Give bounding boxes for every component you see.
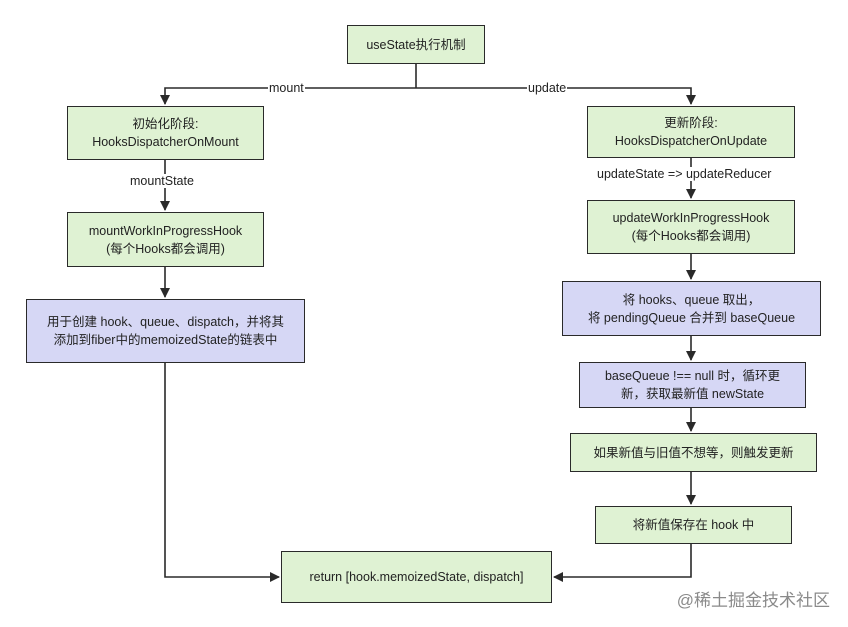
edge-to-update-phase <box>416 87 696 105</box>
node-update-compare: 如果新值与旧值不想等，则触发更新 <box>570 433 817 472</box>
node-mount-create-line1: 用于创建 hook、queue、dispatch，并将其 <box>47 315 284 329</box>
edge-label-updatestate: updateState => updateReducer <box>596 167 773 181</box>
node-update-wip-line1: updateWorkInProgressHook <box>612 211 770 225</box>
node-update-save: 将新值保存在 hook 中 <box>595 506 792 544</box>
node-mount-phase: 初始化阶段: HooksDispatcherOnMount <box>67 106 264 160</box>
node-update-save-text: 将新值保存在 hook 中 <box>632 518 755 532</box>
node-update-compare-text: 如果新值与旧值不想等，则触发更新 <box>593 445 794 460</box>
watermark: @稀土掘金技术社区 <box>676 591 830 610</box>
node-mount-create-line2: 添加到fiber中的memoizedState的链表中 <box>53 333 278 347</box>
node-mount-wip: mountWorkInProgressHook (每个Hooks都会调用) <box>67 212 264 267</box>
node-update-take-line2: 将 pendingQueue 合并到 baseQueue <box>587 310 796 325</box>
node-update-wip: updateWorkInProgressHook (每个Hooks都会调用) <box>587 200 795 254</box>
node-root-text: useState执行机制 <box>366 37 466 52</box>
edge-label-mount: mount <box>268 81 305 95</box>
node-update-loop-line2: 新，获取最新值 newState <box>620 387 765 401</box>
node-mount-phase-line2: HooksDispatcherOnMount <box>92 135 239 149</box>
edge-mount-to-return <box>164 363 280 582</box>
edge-label-mountstate: mountState <box>129 174 195 188</box>
edge-save-to-return <box>553 544 692 582</box>
node-mount-create: 用于创建 hook、queue、dispatch，并将其 添加到fiber中的m… <box>26 299 305 363</box>
node-update-wip-line2: (每个Hooks都会调用) <box>631 229 751 243</box>
node-update-loop-line1: baseQueue !== null 时，循环更 <box>604 369 781 383</box>
node-return: return [hook.memoizedState, dispatch] <box>281 551 552 603</box>
edge-to-mount-phase <box>160 87 416 105</box>
node-update-phase: 更新阶段: HooksDispatcherOnUpdate <box>587 106 795 158</box>
node-mount-wip-line2: (每个Hooks都会调用) <box>106 241 225 256</box>
node-root: useState执行机制 <box>347 25 485 64</box>
edge-label-update: update <box>527 81 568 95</box>
node-mount-wip-line1: mountWorkInProgressHook <box>88 223 243 238</box>
node-update-phase-line1: 更新阶段: <box>664 116 718 130</box>
node-return-text: return [hook.memoizedState, dispatch] <box>309 570 524 584</box>
node-update-take-line1: 将 hooks、queue 取出， <box>622 292 761 307</box>
node-update-take: 将 hooks、queue 取出， 将 pendingQueue 合并到 bas… <box>562 281 821 336</box>
node-update-phase-line2: HooksDispatcherOnUpdate <box>614 134 768 148</box>
node-update-loop: baseQueue !== null 时，循环更 新，获取最新值 newStat… <box>579 362 806 408</box>
node-mount-phase-line1: 初始化阶段: <box>132 117 199 131</box>
